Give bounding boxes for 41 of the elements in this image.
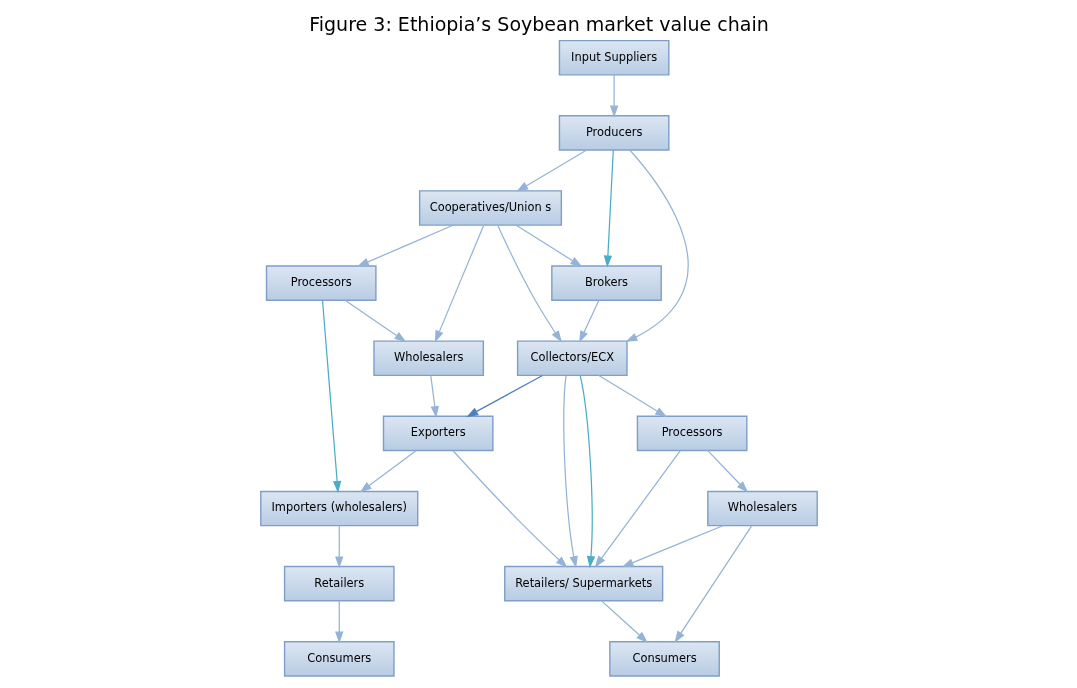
arrow (434, 224, 484, 343)
arrow (356, 224, 454, 267)
node-box: Wholesalers (372, 340, 484, 377)
arrow (624, 149, 689, 343)
arrow (515, 224, 582, 267)
arrow (465, 374, 543, 418)
node-box: Exporters (382, 415, 494, 452)
arrow (609, 74, 618, 118)
arrow (321, 299, 341, 493)
node-box: Cooperatives/Union s (418, 190, 562, 226)
node-box: Brokers (550, 265, 662, 301)
arrow (621, 525, 723, 568)
arrow (579, 375, 595, 569)
node-box: Wholesalers (706, 490, 818, 527)
node-box: Consumers (608, 640, 720, 677)
arrow (597, 374, 667, 418)
arrow (594, 450, 681, 568)
node-box: Processors (636, 415, 748, 452)
arrow (706, 450, 748, 493)
arrow (451, 450, 567, 568)
node-box: Input Suppliers (558, 39, 670, 76)
arrow (673, 525, 752, 643)
arrow (334, 600, 343, 644)
arrow (578, 299, 600, 343)
node-box: Retailers (283, 565, 395, 602)
arrow (343, 299, 406, 343)
arrow (600, 600, 648, 643)
node-box: Processors (265, 265, 377, 301)
arrow (429, 374, 439, 419)
node-box: Collectors/ECX (516, 340, 628, 377)
arrow (562, 375, 578, 569)
node-box: Producers (558, 115, 670, 151)
node-box: Retailers/ Supermarkets (503, 565, 663, 602)
arrow (359, 450, 417, 493)
arrow (515, 149, 587, 192)
arrow (603, 149, 614, 268)
arrow (496, 224, 562, 343)
arrow (334, 525, 343, 569)
diagram-title: Figure 3: Ethiopia’s Soybean market value chain (308, 13, 769, 36)
node-box: Importers (wholesalers) (259, 490, 418, 527)
node-box: Consumers (283, 640, 395, 677)
